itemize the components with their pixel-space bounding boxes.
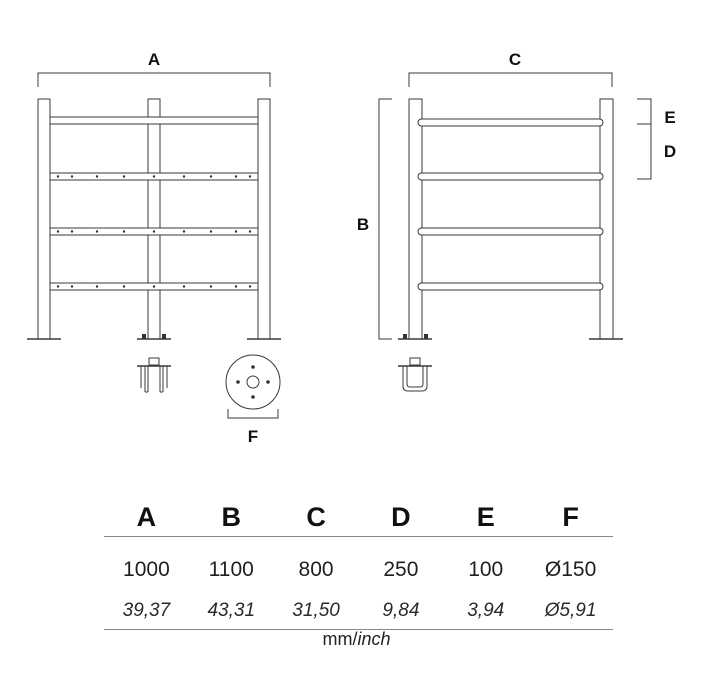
dimension-label-d: D	[664, 142, 676, 161]
table-header-row: A B C D E F	[104, 498, 613, 537]
table-row-inch: 39,37 43,31 31,50 9,84 3,94 Ø5,91	[104, 593, 613, 630]
header-a: A	[104, 498, 189, 537]
unit-metric: mm	[322, 629, 353, 649]
mm-value-a: 1000	[123, 558, 170, 581]
side-base-bolts	[403, 334, 428, 339]
header-e: E	[443, 498, 529, 537]
side-rail-2	[417, 172, 604, 181]
front-left-post	[37, 98, 51, 340]
side-right-post	[599, 98, 614, 340]
side-view	[378, 72, 652, 340]
mm-value-c: 800	[298, 558, 334, 581]
dimension-label-f: F	[248, 427, 258, 446]
side-anchor-detail	[398, 357, 432, 392]
mm-value-d: 250	[383, 558, 419, 581]
front-view	[27, 72, 281, 340]
dimension-b-bracket	[378, 98, 392, 340]
side-left-post	[408, 98, 423, 340]
inch-value-f: Ø5,91	[528, 593, 613, 630]
inch-value-c: 31,50	[273, 593, 359, 630]
dimension-label-b: B	[357, 215, 369, 234]
header-c: C	[273, 498, 359, 537]
mm-value-b: 1100	[208, 558, 254, 581]
header-f: F	[528, 498, 613, 537]
dimension-e-d-bracket	[637, 98, 652, 180]
side-rail-3	[417, 227, 604, 236]
dimension-label-a: A	[148, 50, 160, 69]
unit-separator: /	[352, 629, 358, 649]
inch-value-b: 43,31	[188, 593, 274, 630]
units-caption: mm/inch	[0, 629, 713, 650]
inch-value-e: 3,94	[443, 593, 529, 630]
mm-value-e: 100	[468, 558, 504, 581]
dimension-label-e: E	[664, 108, 675, 127]
inch-value-d: 9,84	[358, 593, 444, 630]
dimensions-table: A B C D E F 1000 1100 800 250 100 Ø150 3…	[104, 498, 613, 630]
front-rail-rivets	[56, 175, 252, 288]
base-plate-top-view	[225, 354, 281, 419]
table-row-mm: 1000 1100 800 250 100 Ø150	[104, 537, 613, 594]
side-rail-1	[417, 118, 604, 127]
front-anchor-detail	[137, 357, 171, 393]
dimension-label-c: C	[509, 50, 521, 69]
dimension-c-bracket	[408, 72, 613, 87]
side-rail-4	[417, 282, 604, 291]
dimension-f-bracket	[227, 409, 279, 419]
front-center-post	[147, 98, 161, 340]
header-b: B	[188, 498, 274, 537]
front-right-post	[257, 98, 271, 340]
header-d: D	[358, 498, 444, 537]
technical-drawing: A C B E D F	[27, 50, 676, 446]
mm-value-f: Ø150	[544, 558, 597, 581]
inch-value-a: 39,37	[104, 593, 189, 630]
front-rail-1	[49, 116, 259, 125]
dimension-a-bracket	[37, 72, 271, 87]
center-base-bolts	[142, 334, 166, 339]
unit-imperial: inch	[357, 629, 391, 649]
